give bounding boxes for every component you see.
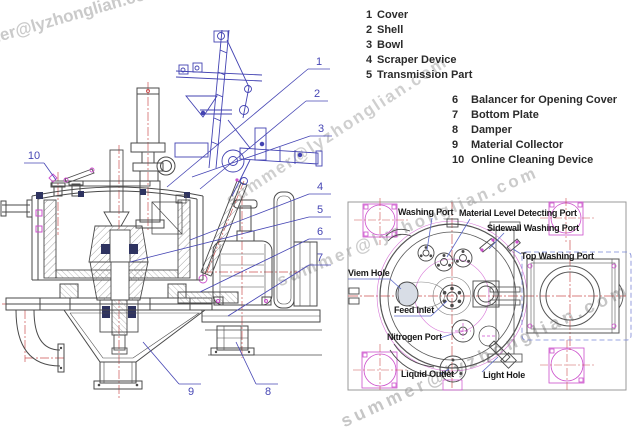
part-number: 1 bbox=[366, 9, 373, 21]
part-row: 3 Bowl bbox=[366, 38, 472, 53]
lifting-mast-assembly bbox=[174, 29, 323, 197]
part-row: 7 Bottom Plate bbox=[452, 108, 617, 123]
part-label: Bottom Plate bbox=[471, 109, 539, 121]
damper-leg bbox=[210, 325, 255, 356]
motor-assembly bbox=[177, 191, 322, 356]
callout-leaders bbox=[24, 68, 332, 385]
left-discharge-elbow bbox=[15, 309, 65, 373]
bowl-and-hub bbox=[43, 149, 191, 355]
part-label: Material Collector bbox=[471, 139, 564, 151]
part-row: 9 Material Collector bbox=[452, 138, 617, 153]
callout-number-8: 8 bbox=[265, 386, 271, 398]
parts-list-upper: 1 Cover 2 Shell 3 Bowl 4 Scraper Device 5 Tra… bbox=[366, 8, 472, 83]
label-view-hole: Viem Hole bbox=[348, 268, 390, 278]
callout-number-4: 4 bbox=[317, 181, 323, 193]
label-feed-inlet: Feed Inlet bbox=[394, 305, 434, 315]
material-collector-cone bbox=[63, 309, 207, 390]
part-label: Cover bbox=[377, 9, 409, 21]
right-housing bbox=[526, 258, 624, 334]
part-number: 5 bbox=[366, 69, 373, 81]
part-number: 3 bbox=[366, 39, 373, 51]
part-row: 10 Online Cleaning Device bbox=[452, 153, 617, 168]
part-label: Online Cleaning Device bbox=[471, 154, 594, 166]
housing-outline-dashed bbox=[521, 251, 632, 341]
top-view-drawing: Washing Port Material Level Detecting Po… bbox=[347, 198, 632, 391]
side-view-drawing: 1 2 3 4 5 6 7 8 9 10 bbox=[0, 29, 332, 400]
label-sidewall-washing-port: Sidewall Washing Port bbox=[487, 223, 579, 233]
centrifuge-technical-drawing: 1 2 3 4 5 6 7 8 9 10 bbox=[0, 29, 632, 400]
top-view-leaders bbox=[348, 217, 522, 375]
part-row: 8 Damper bbox=[452, 123, 617, 138]
part-row: 2 Shell bbox=[366, 23, 472, 38]
part-number: 10 bbox=[452, 154, 465, 166]
part-row: 1 Cover bbox=[366, 8, 472, 23]
top-view-labels: Washing Port Material Level Detecting Po… bbox=[348, 207, 594, 380]
part-label: Scraper Device bbox=[377, 54, 457, 66]
online-cleaning-pipe bbox=[48, 167, 151, 187]
part-number: 8 bbox=[452, 124, 459, 136]
part-number: 7 bbox=[452, 109, 459, 121]
callout-number-9: 9 bbox=[188, 386, 194, 398]
callout-number-2: 2 bbox=[314, 88, 320, 100]
label-liquid-outlet: Liquid Outlet bbox=[401, 369, 454, 379]
part-number: 6 bbox=[452, 94, 459, 106]
part-row: 6 Balancer for Opening Cover bbox=[452, 93, 617, 108]
part-number: 9 bbox=[452, 139, 459, 151]
label-light-hole: Light Hole bbox=[483, 370, 525, 380]
callout-numbers: 1 2 3 4 5 6 7 8 9 10 bbox=[28, 56, 324, 398]
parts-list-lower: 6 Balancer for Opening Cover 7 Bottom Plat… bbox=[452, 93, 617, 168]
part-number: 4 bbox=[366, 54, 373, 66]
pad-centerlines bbox=[353, 198, 594, 390]
part-row: 4 Scraper Device bbox=[366, 53, 472, 68]
callout-number-3: 3 bbox=[318, 123, 324, 135]
ports bbox=[348, 218, 521, 391]
part-label: Balancer for Opening Cover bbox=[471, 94, 618, 106]
part-number: 2 bbox=[366, 24, 373, 36]
part-row: 5 Transmission Part bbox=[366, 68, 472, 83]
callout-number-10: 10 bbox=[28, 150, 40, 162]
callout-number-7: 7 bbox=[317, 252, 323, 264]
callout-number-6: 6 bbox=[317, 226, 323, 238]
label-nitrogen-port: Nitrogen Port bbox=[387, 332, 442, 342]
part-label: Transmission Part bbox=[377, 69, 473, 81]
part-label: Damper bbox=[471, 124, 512, 136]
label-top-washing-port: Top Washing Port bbox=[521, 251, 594, 261]
part-label: Shell bbox=[377, 24, 404, 36]
label-material-level-detecting-port: Material Level Detecting Port bbox=[459, 208, 577, 218]
callout-number-5: 5 bbox=[317, 204, 323, 216]
part-label: Bowl bbox=[377, 39, 404, 51]
callout-number-1: 1 bbox=[316, 56, 322, 68]
label-washing-port: Washing Port bbox=[398, 207, 453, 217]
